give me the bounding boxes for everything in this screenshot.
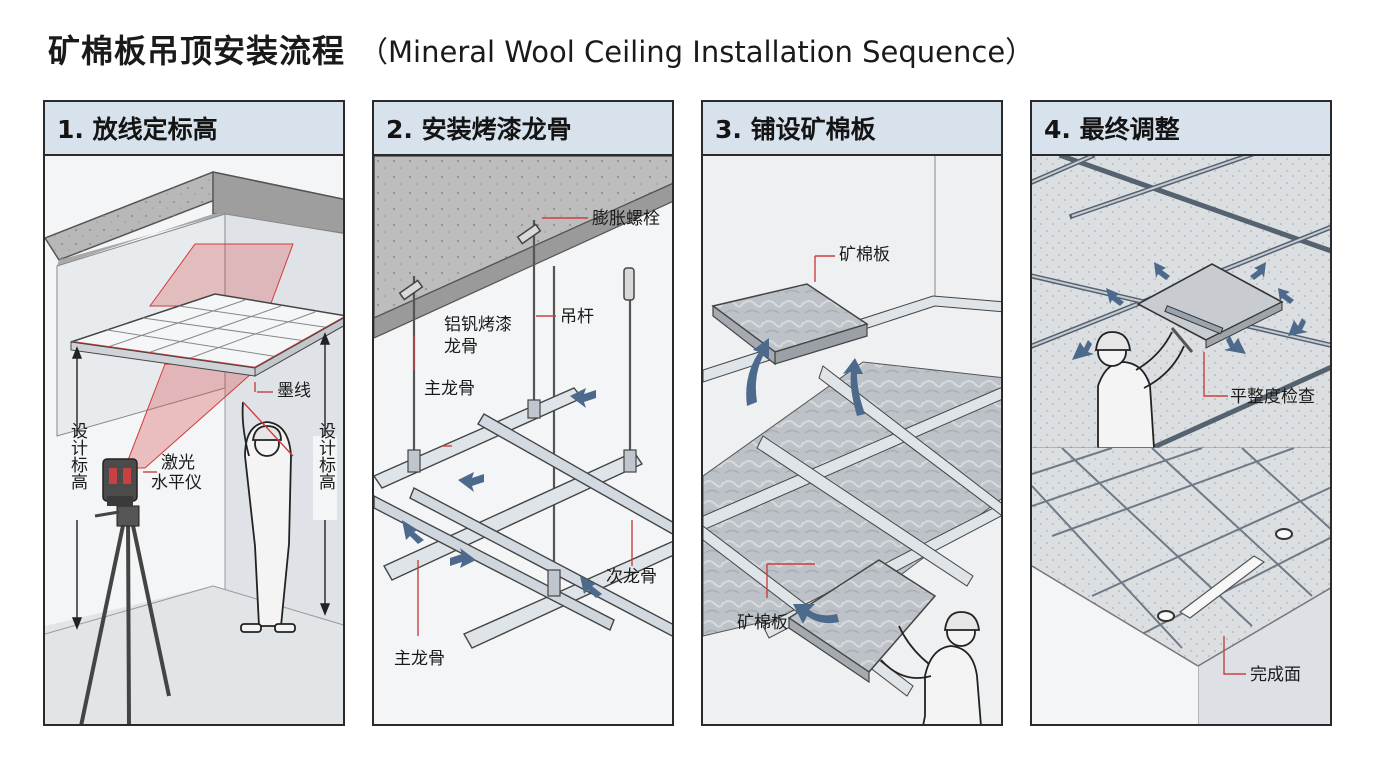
label-board-bottom: 矿棉板 xyxy=(737,613,788,633)
panel-1-illustration: 墨线 激光 水平仪 设计标高 设计标高 xyxy=(45,171,343,724)
panel-4-illustration: 平整度检查 完成面 xyxy=(1032,156,1330,724)
label-board-top: 矿棉板 xyxy=(839,245,890,265)
panel-2-illustration: 膨胀螺栓 吊杆 铝钒烤漆 龙骨 主龙骨 次龙骨 主龙骨 xyxy=(374,156,672,669)
panel-3-illustration: 矿棉板 矿棉板 xyxy=(703,156,1001,724)
panel-2-header: 2. 安装烤漆龙骨 xyxy=(374,102,672,156)
label-design-height-left: 设计标高 xyxy=(67,422,88,491)
light-strip xyxy=(1178,555,1266,619)
panel-step-4: 4. 最终调整 xyxy=(1030,100,1332,726)
title-chinese: 矿棉板吊顶安装流程 xyxy=(48,32,346,70)
label-level: 水平仪 xyxy=(151,473,202,493)
label-main-keel-bottom: 主龙骨 xyxy=(394,649,445,669)
label-hanger-rod: 吊杆 xyxy=(560,307,594,327)
panel-step-1: 1. 放线定标高 xyxy=(43,100,345,726)
direction-arrows xyxy=(402,388,602,598)
laser-level-tripod xyxy=(79,458,171,724)
panel-4-labels: 平整度检查 完成面 xyxy=(1230,387,1315,685)
page-title: 矿棉板吊顶安装流程 （Mineral Wool Ceiling Installa… xyxy=(48,26,1034,82)
adjust-arrows xyxy=(1072,262,1308,360)
spotlight-2 xyxy=(1157,610,1175,622)
worker-figure-4 xyxy=(1094,327,1194,449)
label-sub-keel: 次龙骨 xyxy=(606,567,657,587)
label-main-keel-top: 主龙骨 xyxy=(424,379,475,399)
worker-figure-1 xyxy=(240,401,296,633)
label-design-height-right: 设计标高 xyxy=(315,422,336,491)
label-finish-surface: 完成面 xyxy=(1250,665,1301,685)
panel-step-2: 2. 安装烤漆龙骨 xyxy=(372,100,674,726)
title-english: （Mineral Wool Ceiling Installation Seque… xyxy=(359,35,1035,69)
panel-1-labels: 墨线 激光 水平仪 设计标高 设计标高 xyxy=(67,381,336,493)
spotlight-1 xyxy=(1275,528,1293,540)
label-laser: 激光 xyxy=(161,453,195,473)
expansion-bolts xyxy=(398,223,635,301)
placement-arrows xyxy=(746,338,865,624)
label-keel-line2: 龙骨 xyxy=(444,337,478,357)
label-flatness-check: 平整度检查 xyxy=(1230,387,1315,407)
panel-step-3: 3. 铺设矿棉板 xyxy=(701,100,1003,726)
label-keel-line1: 铝钒烤漆 xyxy=(444,315,512,335)
worker-figure-3 xyxy=(880,611,982,724)
mineral-board-bottom xyxy=(787,559,937,684)
panel-3-header: 3. 铺设矿棉板 xyxy=(703,102,1001,156)
panel-4-header: 4. 最终调整 xyxy=(1032,102,1330,156)
label-ink-line: 墨线 xyxy=(277,381,311,401)
label-expansion-bolt: 膨胀螺栓 xyxy=(592,209,660,229)
finished-ceiling xyxy=(1032,448,1330,666)
panel-3-labels: 矿棉板 矿棉板 xyxy=(737,245,890,633)
panel-2-labels: 膨胀螺栓 吊杆 铝钒烤漆 龙骨 主龙骨 次龙骨 主龙骨 xyxy=(394,209,660,669)
panel-1-header: 1. 放线定标高 xyxy=(45,102,343,156)
adjusted-board xyxy=(1136,263,1284,349)
